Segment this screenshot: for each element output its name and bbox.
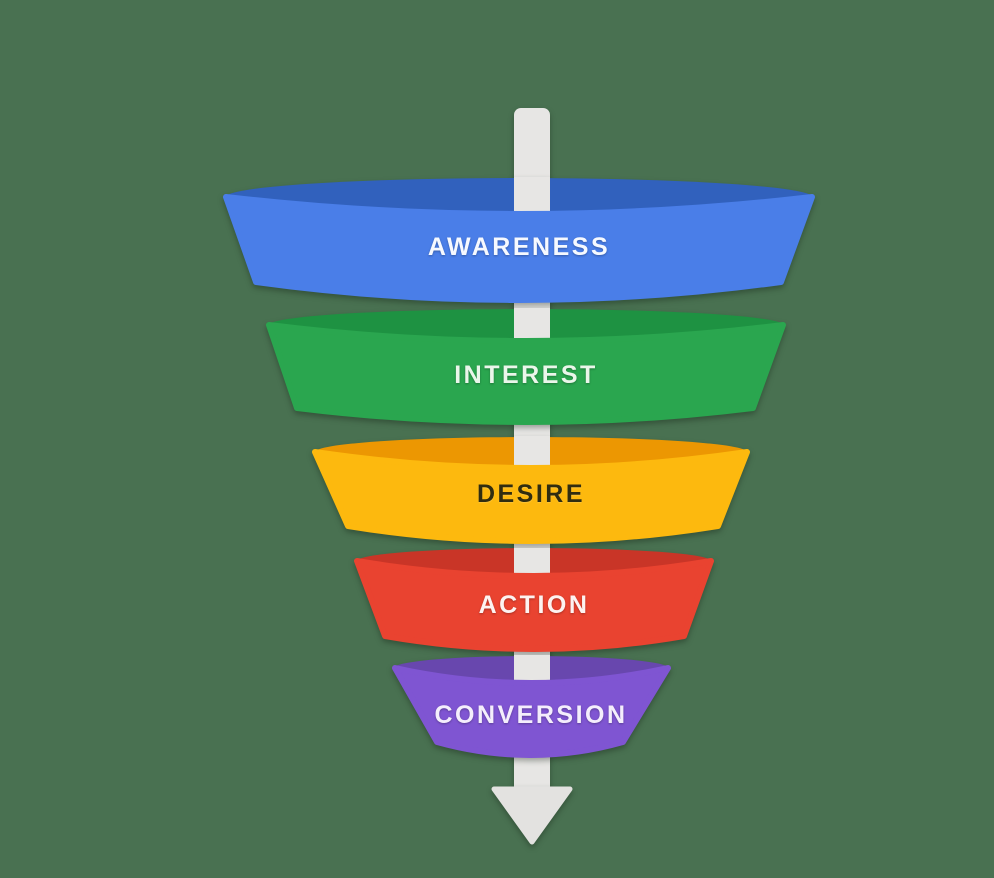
funnel-segment-desire: DESIRE xyxy=(312,436,750,544)
desire-label: DESIRE xyxy=(477,480,585,508)
action-label: ACTION xyxy=(479,591,590,619)
funnel-segment-awareness: AWARENESS xyxy=(223,177,815,303)
funnel-segment-interest: INTEREST xyxy=(266,308,786,425)
down-arrow-head xyxy=(491,786,573,845)
interest-label: INTEREST xyxy=(454,361,598,389)
desire-face xyxy=(312,449,750,544)
funnel-segment-action: ACTION xyxy=(354,548,714,652)
awareness-label: AWARENESS xyxy=(428,233,610,261)
interest-face xyxy=(266,322,786,425)
down-arrow-head-group xyxy=(491,786,573,845)
conversion-label: CONVERSION xyxy=(434,701,627,729)
funnel-segment-conversion: CONVERSION xyxy=(392,655,671,758)
conversion-face xyxy=(392,665,671,758)
awareness-face xyxy=(223,194,815,303)
action-face xyxy=(354,558,714,652)
